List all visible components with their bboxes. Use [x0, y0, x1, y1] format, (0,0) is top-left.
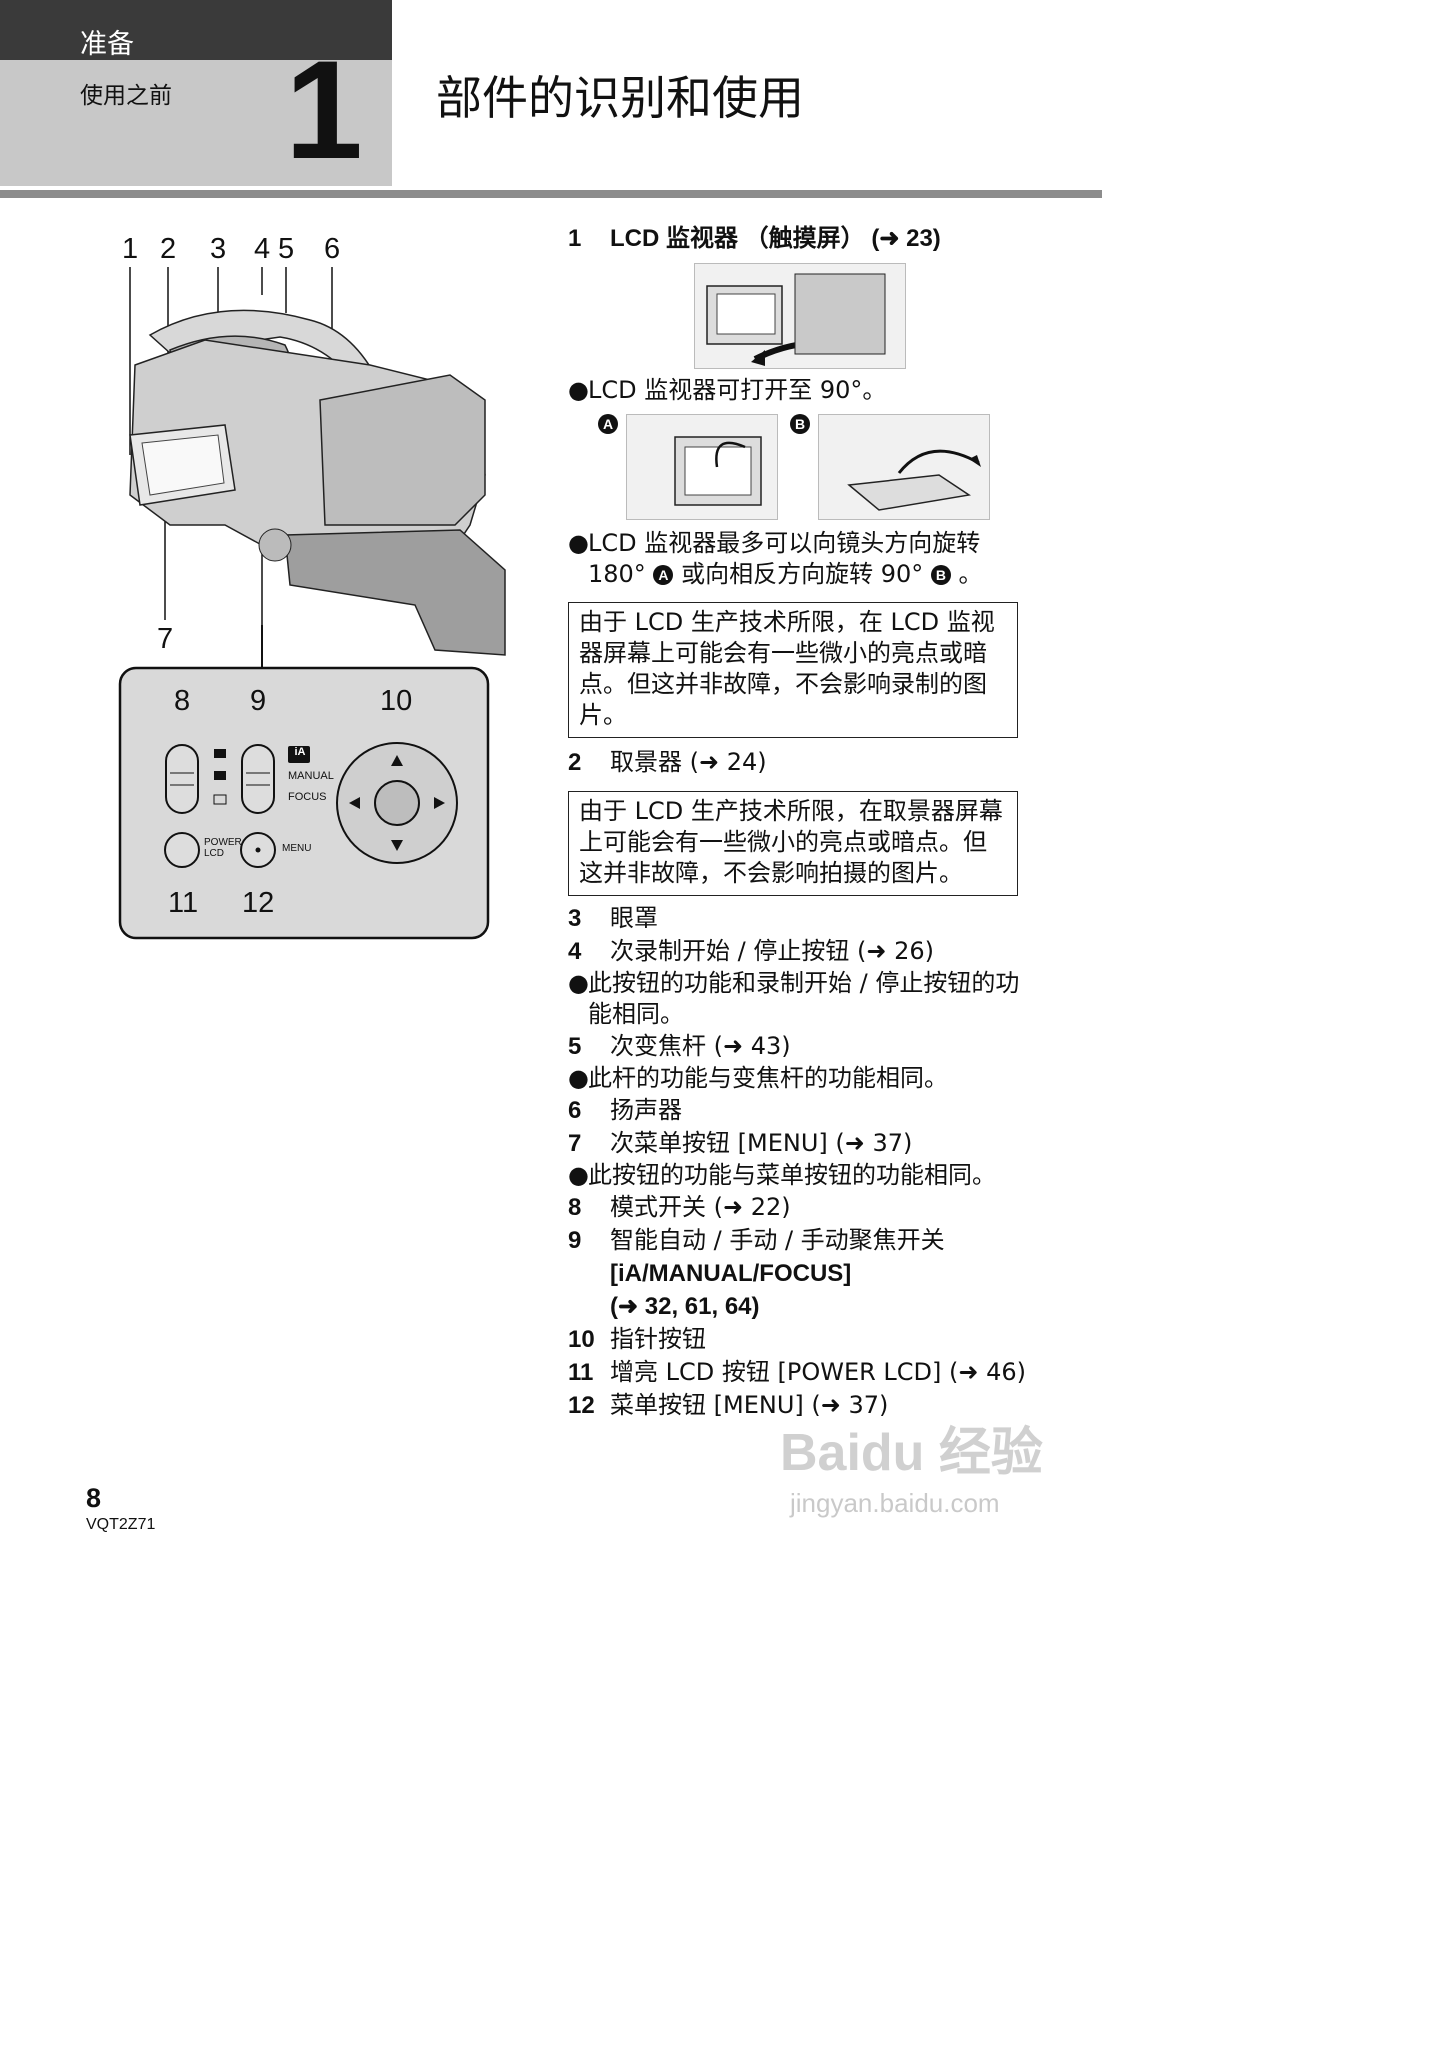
inset-callout-8: 8: [174, 685, 191, 717]
subsection-label: 使用之前: [80, 83, 172, 109]
item-7: 7 次菜单按钮 [MENU] (➜ 37): [568, 1129, 913, 1157]
item-1: 1 LCD 监视器 （触摸屏） (➜ 23): [568, 222, 1028, 255]
item-9: 9 智能自动 / 手动 / 手动聚焦开关 [iA/MANUAL/FOCUS] (…: [568, 1226, 945, 1320]
label-a-inline: A: [653, 565, 674, 585]
label-a: A: [598, 414, 618, 434]
ia-label: iA: [294, 746, 306, 758]
item-5: 5 次变焦杆 (➜ 43): [568, 1032, 791, 1060]
focus-label: FOCUS: [288, 791, 327, 803]
lcd-label: LCD: [204, 848, 225, 859]
bullet-5: ●此杆的功能与变焦杆的功能相同。: [568, 1064, 948, 1092]
camera-drawing: [118, 267, 506, 940]
model-code: VQT2Z71: [86, 1516, 156, 1533]
inset-callout-12: 12: [242, 887, 275, 919]
header-divider: [0, 190, 1102, 198]
label-b-inline: B: [930, 565, 951, 585]
note-viewfinder-pixels: 由于 LCD 生产技术所限，在取景器屏幕上可能会有一些微小的亮点或暗点。但这并非…: [568, 791, 1018, 896]
bullet-lcd-open: ●LCD 监视器可打开至 90°。: [568, 376, 887, 404]
inset-callout-10: 10: [380, 685, 413, 717]
lcd-open-drawing: [706, 273, 886, 366]
parts-description-column: 1 LCD 监视器 （触摸屏） (➜ 23) ●LCD 监视器可打开至 90°。…: [568, 222, 1028, 1422]
bullet-text-line1: LCD 监视器最多可以向镜头方向旋转: [588, 529, 981, 557]
callout-1: 1: [122, 233, 139, 265]
chapter-number: 1: [285, 31, 363, 188]
page-number: 8: [86, 1483, 102, 1513]
manual-label: MANUAL: [288, 770, 334, 782]
lcd-rotate-b-drawing: [847, 449, 981, 511]
item-10: 10 指针按钮: [568, 1325, 706, 1353]
callout-3: 3: [210, 233, 227, 265]
lcd-rotate-photo-a: [626, 414, 778, 520]
bullet-7: ●此按钮的功能与菜单按钮的功能相同。: [568, 1161, 996, 1189]
bullet-4: ●此按钮的功能和录制开始 / 停止按钮的功能相同。: [568, 969, 1020, 1028]
item-number: 1: [568, 225, 582, 252]
lcd-rotate-a-drawing: [674, 436, 762, 506]
section-label: 准备: [80, 29, 134, 60]
inset-callout-11: 11: [168, 887, 199, 919]
section-bar: [0, 0, 392, 60]
power-label: POWER: [204, 837, 242, 848]
item-12: 12 菜单按钮 [MENU] (➜ 37): [568, 1391, 889, 1419]
item-8: 8 模式开关 (➜ 22): [568, 1193, 791, 1221]
lcd-open-photo-area: [568, 255, 1028, 369]
page-title: 部件的识别和使用: [436, 71, 804, 125]
camera-illustration: 1 2 3 4 5 6 7 8 9 10 11 12 iA MANUAL FOC…: [110, 225, 510, 950]
item-text: LCD 监视器 （触摸屏） (➜ 23): [610, 225, 941, 252]
bullet-text: LCD 监视器可打开至 90°。: [588, 376, 887, 404]
item-11: 11 增亮 LCD 按钮 [POWER LCD] (➜ 46): [568, 1358, 1027, 1386]
callout-7: 7: [157, 623, 174, 655]
callout-6: 6: [324, 233, 341, 265]
bullet-lcd-rotate: ● LCD 监视器最多可以向镜头方向旋转 180° A 或向相反方向旋转 90°…: [568, 529, 983, 588]
item-2: 2 取景器 (➜ 24): [568, 748, 767, 776]
menu-label: MENU: [282, 843, 312, 854]
label-b: B: [790, 414, 810, 434]
item-4: 4 次录制开始 / 停止按钮 (➜ 26): [568, 937, 934, 965]
note-lcd-pixels: 由于 LCD 生产技术所限，在 LCD 监视器屏幕上可能会有一些微小的亮点或暗点…: [568, 602, 1018, 738]
watermark-url: jingyan.baidu.com: [790, 1488, 1000, 1518]
lcd-rotate-photo-b: [818, 414, 990, 520]
item-6: 6 扬声器: [568, 1096, 682, 1124]
item-3: 3 眼罩: [568, 904, 658, 932]
lcd-rotate-photos: A B: [568, 410, 1028, 522]
callout-2: 2: [160, 233, 177, 265]
lcd-open-photo: [694, 263, 906, 369]
callout-4: 4: [254, 233, 271, 265]
inset-callout-9: 9: [250, 685, 267, 717]
watermark-logo: Baidu 经验: [780, 1424, 1043, 1482]
callout-5: 5: [278, 233, 295, 265]
